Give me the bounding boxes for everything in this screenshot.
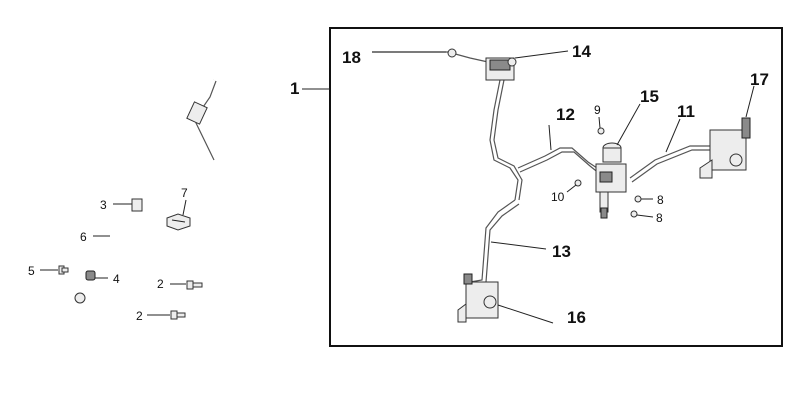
bolt-part-2a [186,280,203,290]
hose-11-b [631,149,712,183]
callout-14: 14 [572,42,591,61]
callout-11: 11 [677,102,695,121]
callout-8a: 8 [657,193,664,207]
leader-line-7 [182,199,187,216]
callout-12: 12 [556,105,575,124]
callout-2b: 2 [136,309,143,323]
bolt-9 [597,127,605,135]
callout-6: 6 [80,230,87,244]
callout-17: 17 [750,70,769,89]
lever-end-18 [447,48,457,58]
pipe-fitting-upper [186,101,208,125]
callout-5: 5 [28,264,35,278]
hose-12 [517,147,601,171]
leader-line-11 [665,118,681,153]
hose-18 [372,51,489,63]
pipe-banjo-fitting [74,292,86,304]
leader-line-8b [636,214,654,218]
callout-10: 10 [551,190,565,204]
leader-line-15 [616,103,641,146]
callout-3: 3 [100,198,107,212]
callout-8b: 8 [656,211,663,225]
callout-9: 9 [594,103,601,117]
rear-caliper-17 [699,117,751,179]
hose-13 [469,199,516,283]
bolt-8b [630,210,638,218]
leader-line-9 [598,116,601,129]
reservoir-15 [602,142,622,163]
bolt-8a [634,195,642,203]
callout-15: 15 [640,87,659,106]
leader-line-14 [514,50,569,59]
callout-16: 16 [567,308,586,327]
callout-2a: 2 [157,277,164,291]
hose-11 [629,145,712,179]
leader-line-12 [548,124,552,151]
clip-bracket-detail [171,219,186,223]
valve-unit [595,163,627,219]
bolt-part-2b [170,310,186,320]
leader-line-16 [497,304,554,324]
leader-line-10 [566,184,577,193]
bolt-10 [574,179,582,187]
assembly-frame [329,27,783,347]
front-caliper-16 [457,273,499,323]
hose-clip-part [85,270,96,281]
callout-1: 1 [290,79,299,98]
callout-7: 7 [181,186,188,200]
pipe-clamp-part [131,198,143,212]
hose-from-master [489,79,519,201]
hose-from-master-2 [493,79,523,201]
leader-line-13 [490,241,547,250]
hose-12-b [519,151,601,175]
callout-13: 13 [552,242,571,261]
hose-lines [372,51,712,287]
master-cylinder-14 [485,57,517,81]
clip-bracket-part [166,213,191,231]
leader-line-17 [745,85,755,118]
callout-18: 18 [342,48,361,67]
left-brake-pipe-group [58,79,217,320]
callout-4: 4 [113,272,120,286]
screw-part-5 [58,265,69,275]
